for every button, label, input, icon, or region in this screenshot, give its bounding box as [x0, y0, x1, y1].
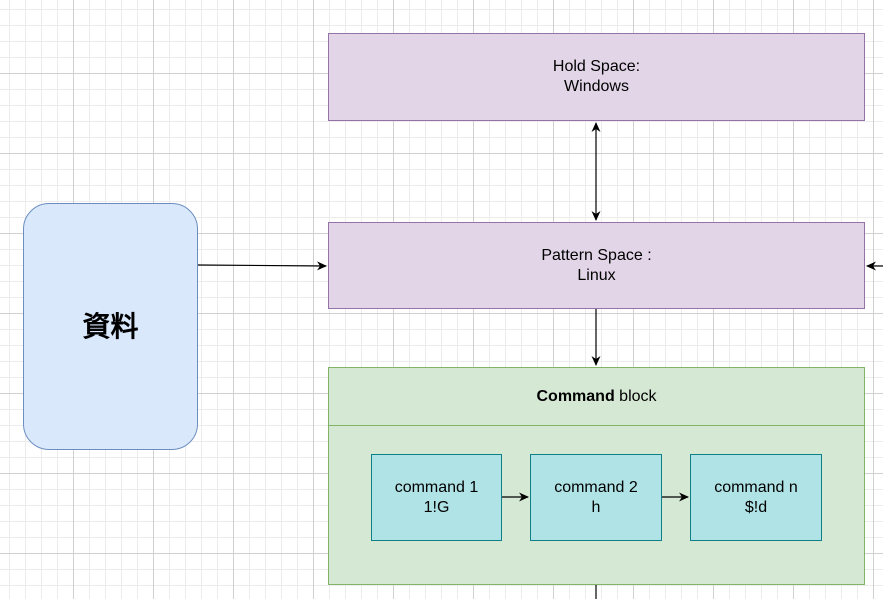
pattern-space-value: Linux: [577, 266, 616, 284]
hold-space-value: Windows: [564, 78, 629, 95]
command-block-title-bold: Command: [536, 387, 615, 405]
command-2-expr: h: [591, 498, 601, 516]
command-n-node[interactable]: command n $!d: [690, 454, 822, 541]
command-n-title: command n: [714, 478, 798, 496]
command-2-title: command 2: [554, 478, 638, 496]
pattern-space-node[interactable]: Pattern Space : Linux: [328, 222, 865, 309]
command-1-title: command 1: [394, 478, 479, 496]
command-n-expr: $!d: [744, 498, 768, 516]
command-block-header: Command block: [329, 368, 864, 426]
data-node-label: 資料: [82, 310, 139, 342]
edge-data-to-pattern: [197, 261, 327, 271]
pattern-space-title: Pattern Space :: [541, 246, 652, 264]
hold-space-node[interactable]: Hold Space: Windows: [328, 33, 865, 121]
hold-space-title: Hold Space:: [552, 58, 641, 75]
command-2-node[interactable]: command 2 h: [530, 454, 662, 541]
data-node[interactable]: 資料: [23, 203, 198, 450]
command-1-node[interactable]: command 1 1!G: [371, 454, 502, 541]
command-block-title-rest: block: [614, 387, 657, 405]
command-1-expr: 1!G: [423, 498, 450, 516]
